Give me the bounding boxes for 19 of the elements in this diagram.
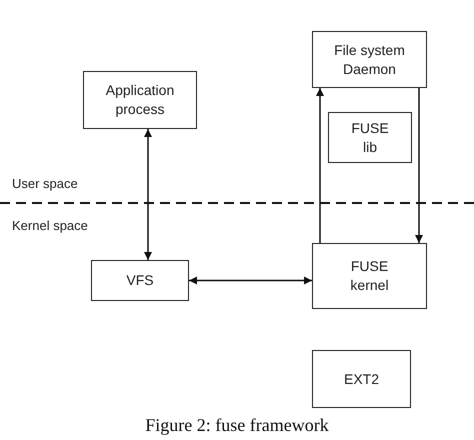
process-box (312, 350, 411, 408)
process-box (312, 243, 427, 309)
box-label: File system Daemon (333, 40, 406, 78)
process-box (91, 260, 189, 301)
process-box (328, 112, 412, 163)
box-label: FUSE lib (350, 118, 390, 156)
region-label: Kernel space (12, 218, 88, 233)
arrow (415, 88, 423, 243)
region-label: User space (12, 176, 78, 191)
box-label: EXT2 (342, 370, 380, 388)
arrow (316, 88, 324, 243)
arrow (189, 276, 312, 284)
arrow (144, 129, 152, 260)
process-box (312, 31, 427, 88)
box-label: FUSE kernel (349, 257, 390, 295)
process-box (83, 71, 197, 129)
box-label: Application process (104, 81, 176, 119)
figure-caption: Figure 2: fuse framework (144, 415, 330, 436)
box-label: VFS (125, 271, 155, 290)
